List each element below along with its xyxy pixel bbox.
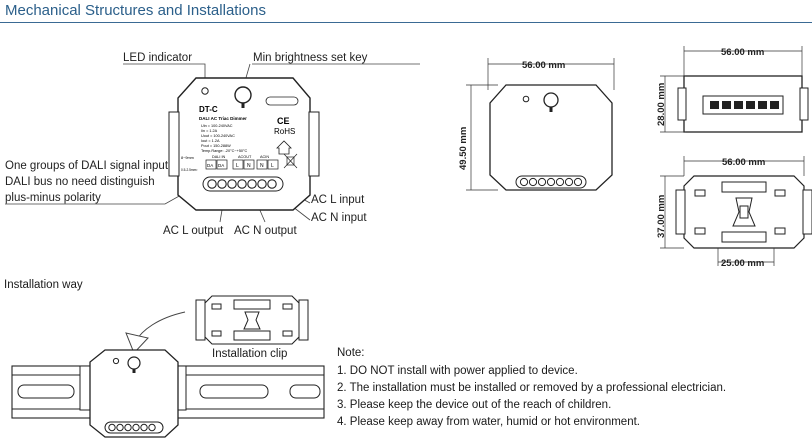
device-side-view: 56.00 mm 28.00 mm bbox=[656, 46, 809, 133]
terminal-da1: DA bbox=[207, 163, 213, 168]
section-title: Mechanical Structures and Installations bbox=[5, 2, 266, 19]
callout-led-indicator: LED indicator bbox=[123, 52, 193, 64]
brand-logo bbox=[265, 96, 299, 106]
callout-dali-groups-line1: One groups of DALI signal input bbox=[5, 160, 169, 172]
terminal-screws bbox=[202, 176, 284, 192]
dim-back-hole-spacing: 25.00 mm bbox=[721, 258, 764, 269]
dim-side-height: 28.00 mm bbox=[656, 83, 667, 126]
dim-back-height: 37.00 mm bbox=[656, 195, 667, 238]
callout-ac-n-output: AC N output bbox=[234, 225, 297, 237]
callout-ac-l-input: AC L input bbox=[311, 194, 365, 206]
ce-mark: CE bbox=[277, 116, 290, 126]
device-back-view: 56.00 mm 37.00 mm 25.00 mm bbox=[656, 156, 812, 269]
terminal-dali-label: DALI IN bbox=[212, 155, 226, 159]
spec-iout: Iout = 1.2A bbox=[201, 139, 220, 143]
callout-min-brightness-key: Min brightness set key bbox=[253, 52, 368, 64]
note-item: 2. The installation must be installed or… bbox=[337, 382, 727, 394]
terminal-l-out: L bbox=[236, 163, 239, 169]
installation-illustration bbox=[11, 295, 325, 438]
terminal-l-in: L bbox=[271, 163, 274, 169]
dim-back-width: 56.00 mm bbox=[722, 157, 765, 168]
device-name: DALI AC Triac Dimmer bbox=[199, 116, 247, 121]
temp-range: Temp.Range: -20°C~+50°C bbox=[201, 149, 248, 153]
terminal-boxes bbox=[205, 159, 279, 170]
min-brightness-key-icon bbox=[234, 86, 252, 104]
callout-dali-groups-line3: plus-minus polarity bbox=[5, 192, 101, 204]
spec-pout: Pout = 150-288W bbox=[201, 144, 231, 148]
spec-iin: Iin = 1.2A bbox=[201, 129, 218, 133]
dim-front-height: 49.50 mm bbox=[458, 127, 469, 170]
installation-clip-label: Installation clip bbox=[212, 348, 288, 360]
spec-vin: Uin = 100-240VAC bbox=[201, 124, 233, 128]
note-item: 3. Please keep the device out of the rea… bbox=[337, 399, 612, 411]
spec-uout: Uout = 100-240VAC bbox=[201, 134, 235, 138]
title-divider bbox=[0, 22, 812, 23]
dim-side-width: 56.00 mm bbox=[721, 47, 764, 58]
terminal-acin-label: ACIN bbox=[260, 155, 269, 159]
installation-way-title: Installation way bbox=[4, 279, 83, 291]
terminal-acout-label: ACOUT bbox=[238, 155, 252, 159]
indoor-use-icon bbox=[276, 140, 292, 155]
note-item: 4. Please keep away from water, humid or… bbox=[337, 416, 640, 428]
terminal-n-out: N bbox=[247, 163, 251, 169]
callout-ac-n-input: AC N input bbox=[311, 212, 367, 224]
led-indicator-icon bbox=[201, 87, 209, 95]
wire-note: 0.5-2.5mm² bbox=[181, 168, 197, 172]
installation-clip-drawing bbox=[195, 295, 309, 345]
note-title: Note: bbox=[337, 347, 365, 359]
note-list: 1. DO NOT install with power applied to … bbox=[337, 363, 726, 431]
rohs-mark: RoHS bbox=[274, 127, 295, 136]
callout-dali-groups-line2: DALI bus no need distinguish bbox=[5, 176, 155, 188]
note-item: 1. DO NOT install with power applied to … bbox=[337, 365, 578, 377]
terminal-n-in: N bbox=[260, 163, 264, 169]
terminal-da2: DA bbox=[218, 163, 224, 168]
callout-ac-l-output: AC L output bbox=[163, 225, 224, 237]
strip-note: 8~9mm bbox=[181, 156, 194, 160]
dim-front-width: 56.00 mm bbox=[522, 60, 565, 71]
weee-bin-icon bbox=[283, 153, 298, 169]
device-front-dimensioned: 56.00 mm 49.50 mm bbox=[458, 58, 615, 191]
device-front-labeled: DT-C DALI AC Triac Dimmer Uin = 100-240V… bbox=[168, 77, 320, 211]
device-model: DT-C bbox=[199, 105, 218, 114]
